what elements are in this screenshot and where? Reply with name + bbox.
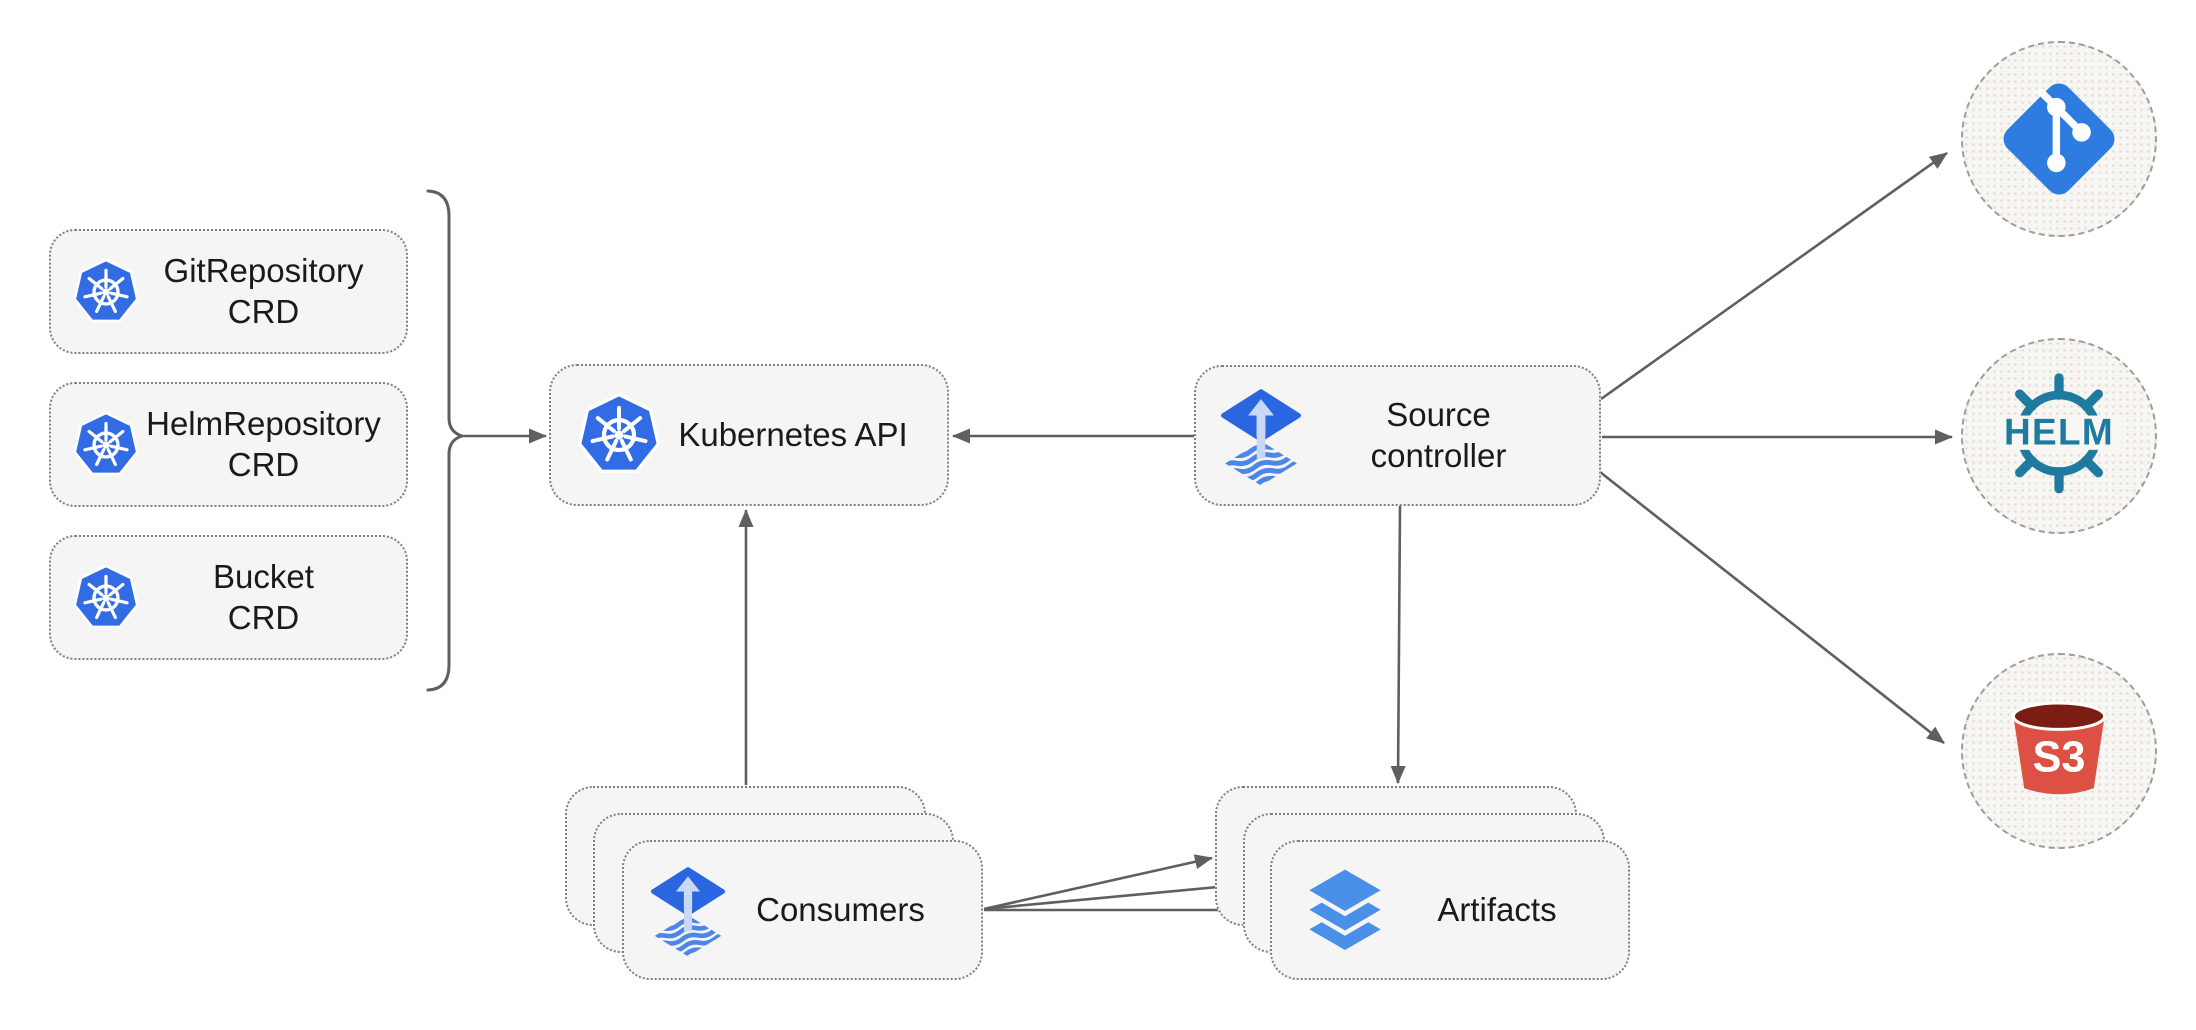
artifacts-label: Artifacts xyxy=(1437,890,1557,928)
kubernetes-icon xyxy=(71,257,141,327)
edge-source-to-artifacts xyxy=(1390,505,1406,784)
kubernetes-api-node: Kubernetes API xyxy=(549,364,949,506)
s3-bucket-icon: S3 xyxy=(1999,691,2119,811)
crds-bracket xyxy=(426,189,464,692)
artifacts-node: Artifacts xyxy=(1270,840,1630,980)
gitrepository-crd-label: GitRepository CRD xyxy=(163,251,364,330)
kubernetes-icon xyxy=(575,391,663,479)
helmrepository-crd-node: HelmRepository CRD xyxy=(49,382,408,507)
edge-source-to-s3 xyxy=(1599,470,1945,745)
helm-source-circle: HELM xyxy=(1961,338,2157,534)
kubernetes-icon xyxy=(71,410,141,480)
bucket-crd-node: Bucket CRD xyxy=(49,535,408,660)
s3-label: S3 xyxy=(2033,733,2086,781)
edge-consumers-to-artifacts-back xyxy=(983,854,1213,911)
helm-label: HELM xyxy=(2004,412,2114,453)
kubernetes-api-label: Kubernetes API xyxy=(678,415,908,453)
s3-source-circle: S3 xyxy=(1961,653,2157,849)
kubernetes-icon xyxy=(71,563,141,633)
flux-icon xyxy=(1220,384,1302,488)
layers-icon xyxy=(1298,864,1392,956)
source-controller-label: Source controller xyxy=(1370,395,1507,474)
helm-icon: HELM xyxy=(1993,370,2125,502)
helmrepository-crd-label: HelmRepository CRD xyxy=(146,404,381,483)
flux-icon xyxy=(650,862,726,959)
source-controller-node: Source controller xyxy=(1194,365,1601,506)
consumers-label: Consumers xyxy=(756,890,925,928)
edge-source-to-git xyxy=(1600,151,1948,401)
bucket-crd-label: Bucket CRD xyxy=(213,557,314,636)
git-source-circle xyxy=(1961,41,2157,237)
git-icon xyxy=(1998,78,2120,200)
gitrepository-crd-node: GitRepository CRD xyxy=(49,229,408,354)
edge-consumers-to-artifacts-middle xyxy=(983,879,1240,911)
consumers-node: Consumers xyxy=(622,840,983,980)
